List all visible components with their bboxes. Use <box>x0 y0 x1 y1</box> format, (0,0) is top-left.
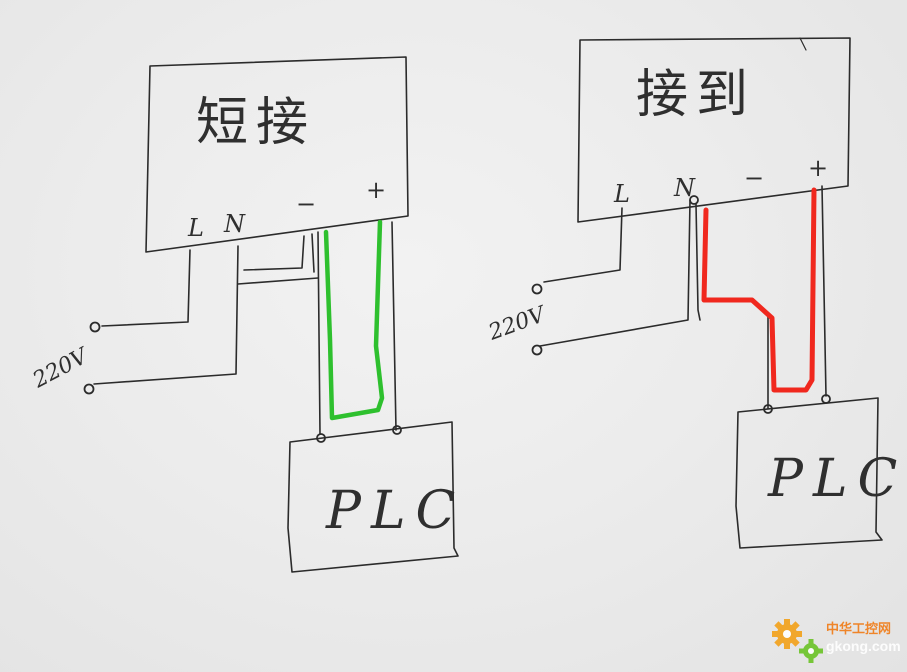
right-power-box <box>577 37 851 223</box>
right-terminal-plus: + <box>808 154 828 182</box>
left-source-node-bottom <box>83 383 95 395</box>
left-green-highlight <box>323 219 385 421</box>
left-wire-plus <box>391 221 397 431</box>
left-power-box <box>145 56 409 253</box>
left-terminal-plus: + <box>366 176 386 204</box>
left-plc-node-plus <box>392 425 402 435</box>
left-diagram: 短接 L N − + 220V PLC <box>28 56 465 573</box>
watermark: 中华工控网 gkong.com <box>772 619 901 663</box>
right-terminal-N: N <box>673 174 696 202</box>
watermark-title: 中华工控网 <box>826 621 891 636</box>
left-wire-N <box>93 245 239 385</box>
right-wire-N <box>539 199 701 347</box>
left-plc-box <box>287 421 459 573</box>
left-box-label: 短接 <box>196 93 316 153</box>
left-plc-node-minus <box>316 433 326 443</box>
left-source-node-top <box>89 321 101 333</box>
left-terminal-L: L <box>187 214 204 242</box>
left-plc-label: PLC <box>325 481 465 541</box>
right-source-node-bottom <box>531 344 543 356</box>
right-source-label: 220V <box>485 302 551 346</box>
right-box-tick <box>799 37 807 51</box>
left-terminal-minus: − <box>296 190 316 218</box>
right-terminal-minus: − <box>744 164 764 192</box>
right-terminal-L: L <box>613 180 630 208</box>
right-plc-box <box>735 397 883 549</box>
small-gear-icon <box>799 639 823 663</box>
right-wire-plus <box>821 185 827 397</box>
left-wire-L <box>101 249 191 327</box>
right-plc-label: PLC <box>767 449 907 509</box>
left-wire-minus <box>317 231 321 435</box>
right-source-node-top <box>531 283 543 295</box>
right-wire-L <box>543 207 623 283</box>
right-plc-node-plus <box>821 394 831 404</box>
right-box-label: 接到 <box>636 65 756 125</box>
right-diagram: 接到 L N − + 220V PLC <box>485 37 907 549</box>
left-short-bridge <box>237 233 319 285</box>
left-source-label: 220V <box>28 343 94 394</box>
watermark-domain: gkong.com <box>826 638 901 654</box>
right-plc-node-minus <box>763 404 773 414</box>
right-node-N <box>689 195 699 205</box>
right-red-highlight <box>701 187 817 393</box>
left-terminal-N: N <box>223 210 246 238</box>
gear-icon <box>772 619 802 649</box>
